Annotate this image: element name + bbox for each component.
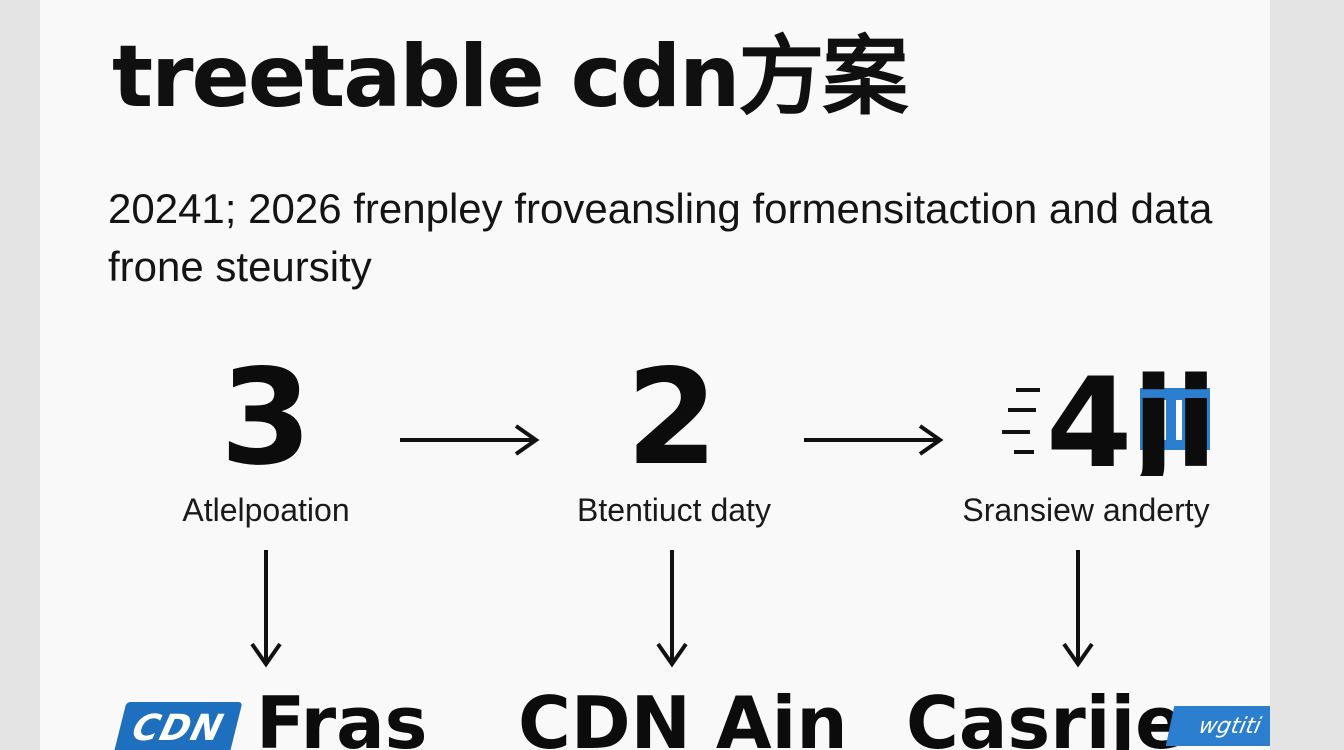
cdn-logo-text: CDN [128, 707, 228, 749]
step-1-number: 3 [220, 341, 312, 495]
step-2-number: 2 [626, 341, 718, 495]
arrow-right-icon [400, 424, 540, 456]
step-3-number: 4ji [1046, 366, 1217, 476]
cdn-logo-icon: CDN [113, 702, 243, 750]
arrow-down-icon [656, 550, 688, 668]
step-2-label: Btentiuct daty [577, 492, 771, 528]
slide-title: treetable cdn方案 [112, 27, 908, 127]
outcome-1-text: Fras [256, 681, 428, 750]
brand-logo-icon: wgtiti [1165, 706, 1270, 746]
outcome-3-text: Casrije [906, 681, 1184, 750]
blue-badge-icon [1140, 388, 1210, 450]
slide: treetable cdn方案 20241; 2026 frenpley fro… [40, 0, 1270, 750]
step-1-label: Atlelpoation [182, 492, 350, 528]
arrow-right-icon [804, 424, 944, 456]
arrow-down-icon [1062, 550, 1094, 668]
motion-lines-icon [1002, 388, 1040, 454]
brand-logo-text: wgtiti [1196, 713, 1264, 739]
slide-subtitle: 20241; 2026 frenpley froveansling formen… [108, 185, 1213, 290]
step-3-number-graphic: 4ji [1002, 366, 1217, 476]
arrow-down-icon [250, 550, 282, 668]
step-3-label: Sransiew anderty [962, 492, 1210, 528]
outcome-2-text: CDN Ain [518, 681, 848, 750]
